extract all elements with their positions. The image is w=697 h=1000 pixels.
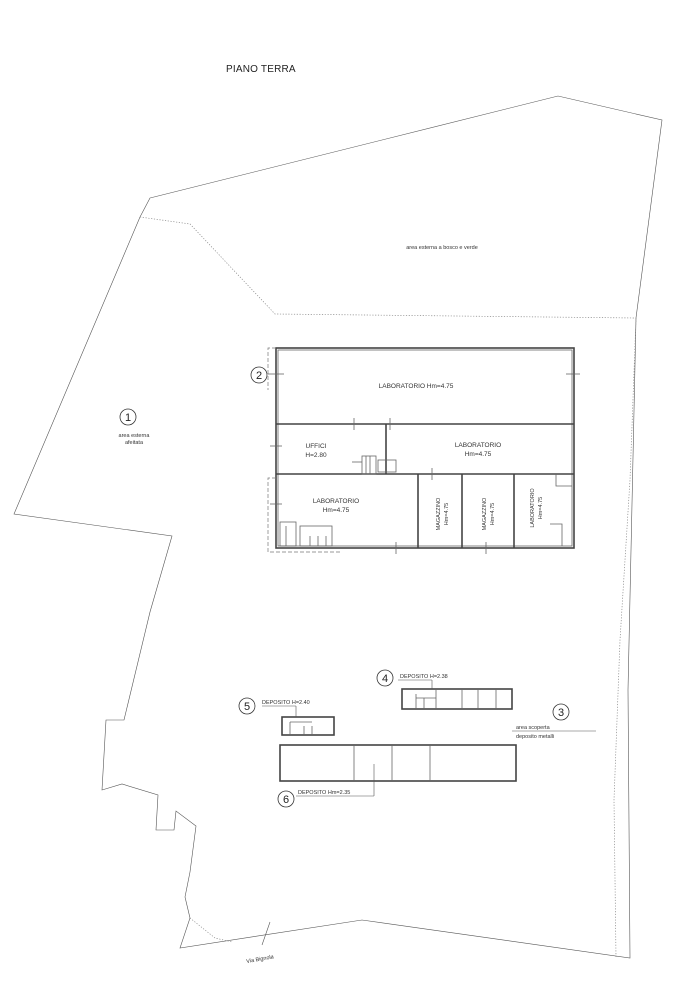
room-lab-top: LABORATORIO Hm=4.75 <box>379 383 454 390</box>
svg-text:5: 5 <box>244 701 250 713</box>
area-leased-label-2: afeitata <box>125 440 144 446</box>
marker-2: 2 <box>250 366 268 384</box>
room-magazzino-2-b: Hm=4.75 <box>490 503 496 525</box>
page-title: PIANO TERRA <box>226 64 296 75</box>
room-lab-right-b: Hm=4.75 <box>538 497 544 519</box>
room-lab-left-1: LABORATORIO <box>313 498 359 505</box>
room-uffici-2: H=2.80 <box>305 452 327 459</box>
area-wood-label: area esterna a bosco e verde <box>406 245 478 251</box>
room-magazzino-1-b: Hm=4.75 <box>444 503 450 525</box>
marker-6: 6 <box>277 790 295 808</box>
deposit-4-label: DEPOSITO H=2.38 <box>400 674 448 680</box>
room-lab-mid-1: LABORATORIO <box>455 442 501 449</box>
room-lab-mid-2: Hm=4.75 <box>465 451 492 458</box>
svg-text:1: 1 <box>125 412 131 424</box>
svg-text:3: 3 <box>558 707 564 719</box>
main-building <box>267 347 580 554</box>
dotted-boundary <box>139 216 637 319</box>
marker-3: 3 <box>552 703 570 721</box>
room-magazzino-2-a: MAGAZZINO <box>482 497 488 530</box>
room-magazzino-1-a: MAGAZZINO <box>436 497 442 530</box>
deposit-6-label: DEPOSITO Hm=2.35 <box>298 790 350 796</box>
uncovered-area-label-1: area scoperta <box>516 725 551 731</box>
deposit-6-building <box>279 744 517 797</box>
street-label: Via Bignola <box>246 954 275 965</box>
uncovered-area-label-2: deposito metalli <box>516 734 554 740</box>
room-lab-left-2: Hm=4.75 <box>323 507 350 514</box>
marker-4: 4 <box>376 669 394 687</box>
marker-5: 5 <box>238 697 256 715</box>
marker-1: 1 <box>119 408 137 426</box>
deposit-4-building <box>398 679 513 710</box>
street-line <box>261 921 271 946</box>
svg-text:6: 6 <box>283 794 289 806</box>
room-lab-right-a: LABORATORIO <box>530 488 536 528</box>
site-boundary <box>13 95 663 959</box>
deposit-5-building <box>262 705 335 736</box>
deposit-5-label: DEPOSITO H=2.40 <box>262 700 310 706</box>
svg-text:4: 4 <box>382 673 388 685</box>
dotted-boundary-east <box>613 317 637 959</box>
room-uffici-1: UFFICI <box>306 443 327 450</box>
area-leased-label-1: area esterna <box>119 433 151 439</box>
dotted-boundary-south <box>189 917 233 943</box>
svg-text:2: 2 <box>256 370 262 382</box>
